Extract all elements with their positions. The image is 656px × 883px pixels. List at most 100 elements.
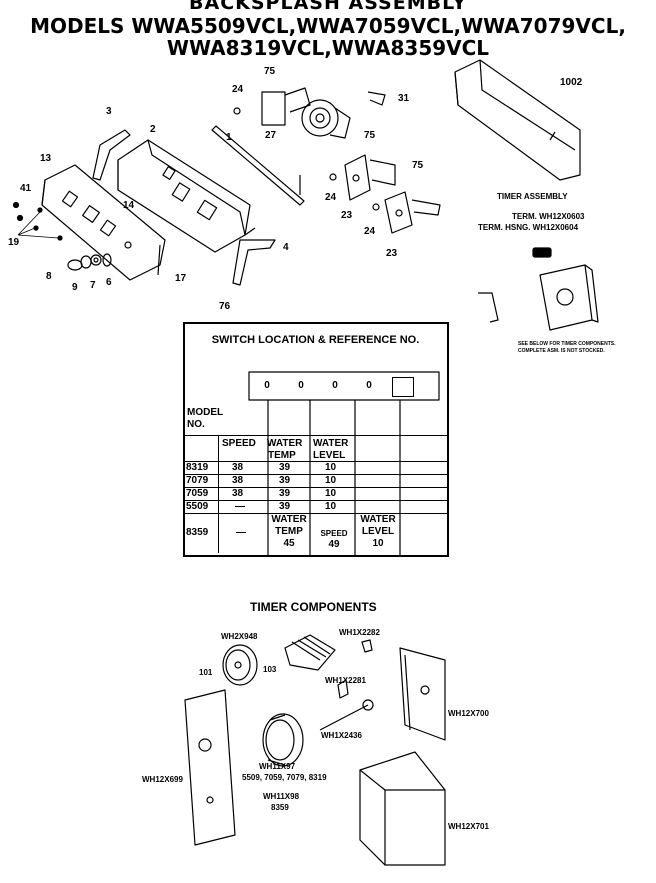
part-wh12x701: WH12X701 <box>448 822 489 831</box>
knob-symbol: 0 <box>298 380 304 391</box>
part-wh11x98-models: 8359 <box>271 803 289 812</box>
models-line-2: WWA8319VCL,WWA8359VCL <box>166 36 490 60</box>
part-wh1x2282: WH1X2282 <box>339 628 380 637</box>
speed-header: SPEED <box>222 438 256 449</box>
callout-2: 2 <box>150 124 156 135</box>
callout-75-top: 75 <box>264 66 276 77</box>
callout-41: 41 <box>20 183 32 194</box>
contact-block <box>284 634 336 671</box>
shaft <box>319 699 374 731</box>
model-header-2: NO. <box>187 419 205 430</box>
back-plate <box>184 689 236 846</box>
part-wh1x2281: WH1X2281 <box>325 676 366 685</box>
callout-23-right: 23 <box>386 248 398 259</box>
callout-24-top: 24 <box>232 84 244 95</box>
timer-note-1: SEE BELOW FOR TIMER COMPONENTS. <box>518 341 616 347</box>
cam-drum <box>262 713 304 767</box>
row-c5-line1: WATER <box>360 514 396 525</box>
part-wh11x98: WH11X98 <box>263 792 300 801</box>
callout-24-low: 24 <box>364 226 376 237</box>
control-panel <box>41 164 166 281</box>
small-clip-2 <box>337 679 349 699</box>
backsplash-panel <box>117 139 256 253</box>
knob-header-lines <box>248 371 440 555</box>
row-model: 5509 <box>186 501 209 512</box>
rod <box>157 244 161 276</box>
part-wh1x2436: WH1X2436 <box>321 731 362 740</box>
switch-table-title: SWITCH LOCATION & REFERENCE NO. <box>211 334 420 346</box>
callout-7: 7 <box>90 280 96 291</box>
callout-19: 19 <box>8 237 20 248</box>
row-level: 10 <box>325 475 337 486</box>
row-c5-line3: 10 <box>372 538 384 549</box>
water-level-header: WATER <box>313 438 349 449</box>
part-wh11x97: WH11X97 <box>259 762 296 771</box>
screws <box>12 201 63 241</box>
row-temp: 39 <box>279 475 291 486</box>
row-level: 10 <box>325 462 337 473</box>
timer-frame <box>399 647 446 741</box>
right-bracket <box>232 239 276 286</box>
timer-assembly-label: TIMER ASSEMBLY <box>497 192 568 201</box>
row-c3-line1: WATER <box>271 514 307 525</box>
row-temp: 39 <box>279 501 291 512</box>
row-c5-line2: LEVEL <box>361 526 395 537</box>
row-c3-line2: TEMP <box>275 526 303 537</box>
model-header: MODEL <box>187 407 224 418</box>
callout-4: 4 <box>283 242 289 253</box>
cover-shell <box>359 751 446 866</box>
part-wh12x700: WH12X700 <box>448 709 489 718</box>
row-model: 8319 <box>186 462 209 473</box>
part-101: 101 <box>199 668 213 677</box>
small-clip <box>361 639 373 653</box>
switch-table-frame <box>183 322 449 557</box>
callout-75-mid: 75 <box>364 130 376 141</box>
callout-27: 27 <box>265 130 277 141</box>
callout-3: 3 <box>106 106 112 117</box>
callout-17: 17 <box>175 273 187 284</box>
callout-9: 9 <box>72 282 78 293</box>
trim-strip <box>211 125 305 206</box>
row-speed: 38 <box>232 462 244 473</box>
water-temp-header-2: TEMP <box>268 450 296 461</box>
callout-24-mid: 24 <box>325 192 337 203</box>
callout-6: 6 <box>106 277 112 288</box>
row-model: 7059 <box>186 488 209 499</box>
row-c4-line2: 49 <box>328 539 340 550</box>
models-line-1: MODELS WWA5509VCL,WWA7059VCL,WWA7079VCL, <box>30 14 626 38</box>
water-level-header-2: LEVEL <box>313 450 346 461</box>
timer-components-title: TIMER COMPONENTS <box>250 600 377 614</box>
callout-13: 13 <box>40 153 52 164</box>
callout-31: 31 <box>398 93 410 104</box>
left-bracket <box>92 129 131 181</box>
row-model: 8359 <box>186 527 209 538</box>
row-speed: — <box>235 501 245 512</box>
timer-box <box>478 264 599 331</box>
callout-75-right: 75 <box>412 160 424 171</box>
diagram-title: BACKSPLASH ASSEMBLY <box>189 0 467 14</box>
row-speed: 38 <box>232 475 244 486</box>
knob-symbol: 0 <box>332 380 338 391</box>
callout-23-left: 23 <box>341 210 353 221</box>
knob-symbol: 0 <box>366 380 372 391</box>
row-speed: 38 <box>232 488 244 499</box>
part-wh11x97-models: 5509, 7059, 7079, 8319 <box>242 773 327 782</box>
row-temp: 39 <box>279 488 291 499</box>
water-temp-header: WATER <box>267 438 303 449</box>
knob-symbol: 0 <box>264 380 270 391</box>
row-level: 10 <box>325 488 337 499</box>
term-housing-part-label: TERM. HSNG. WH12X0604 <box>478 223 579 232</box>
callout-1002: 1002 <box>560 77 583 88</box>
timer-motor <box>233 87 386 139</box>
callout-8: 8 <box>46 271 52 282</box>
cam-wheel <box>222 644 258 686</box>
rotary-switches <box>299 154 441 234</box>
row-speed: — <box>236 527 246 538</box>
row-temp: 39 <box>279 462 291 473</box>
timer-housing-cover <box>454 59 581 181</box>
part-wh12x699: WH12X699 <box>142 775 183 784</box>
callout-1: 1 <box>226 132 232 143</box>
part-wh2x948: WH2X948 <box>221 632 258 641</box>
knob-parts <box>67 253 112 271</box>
